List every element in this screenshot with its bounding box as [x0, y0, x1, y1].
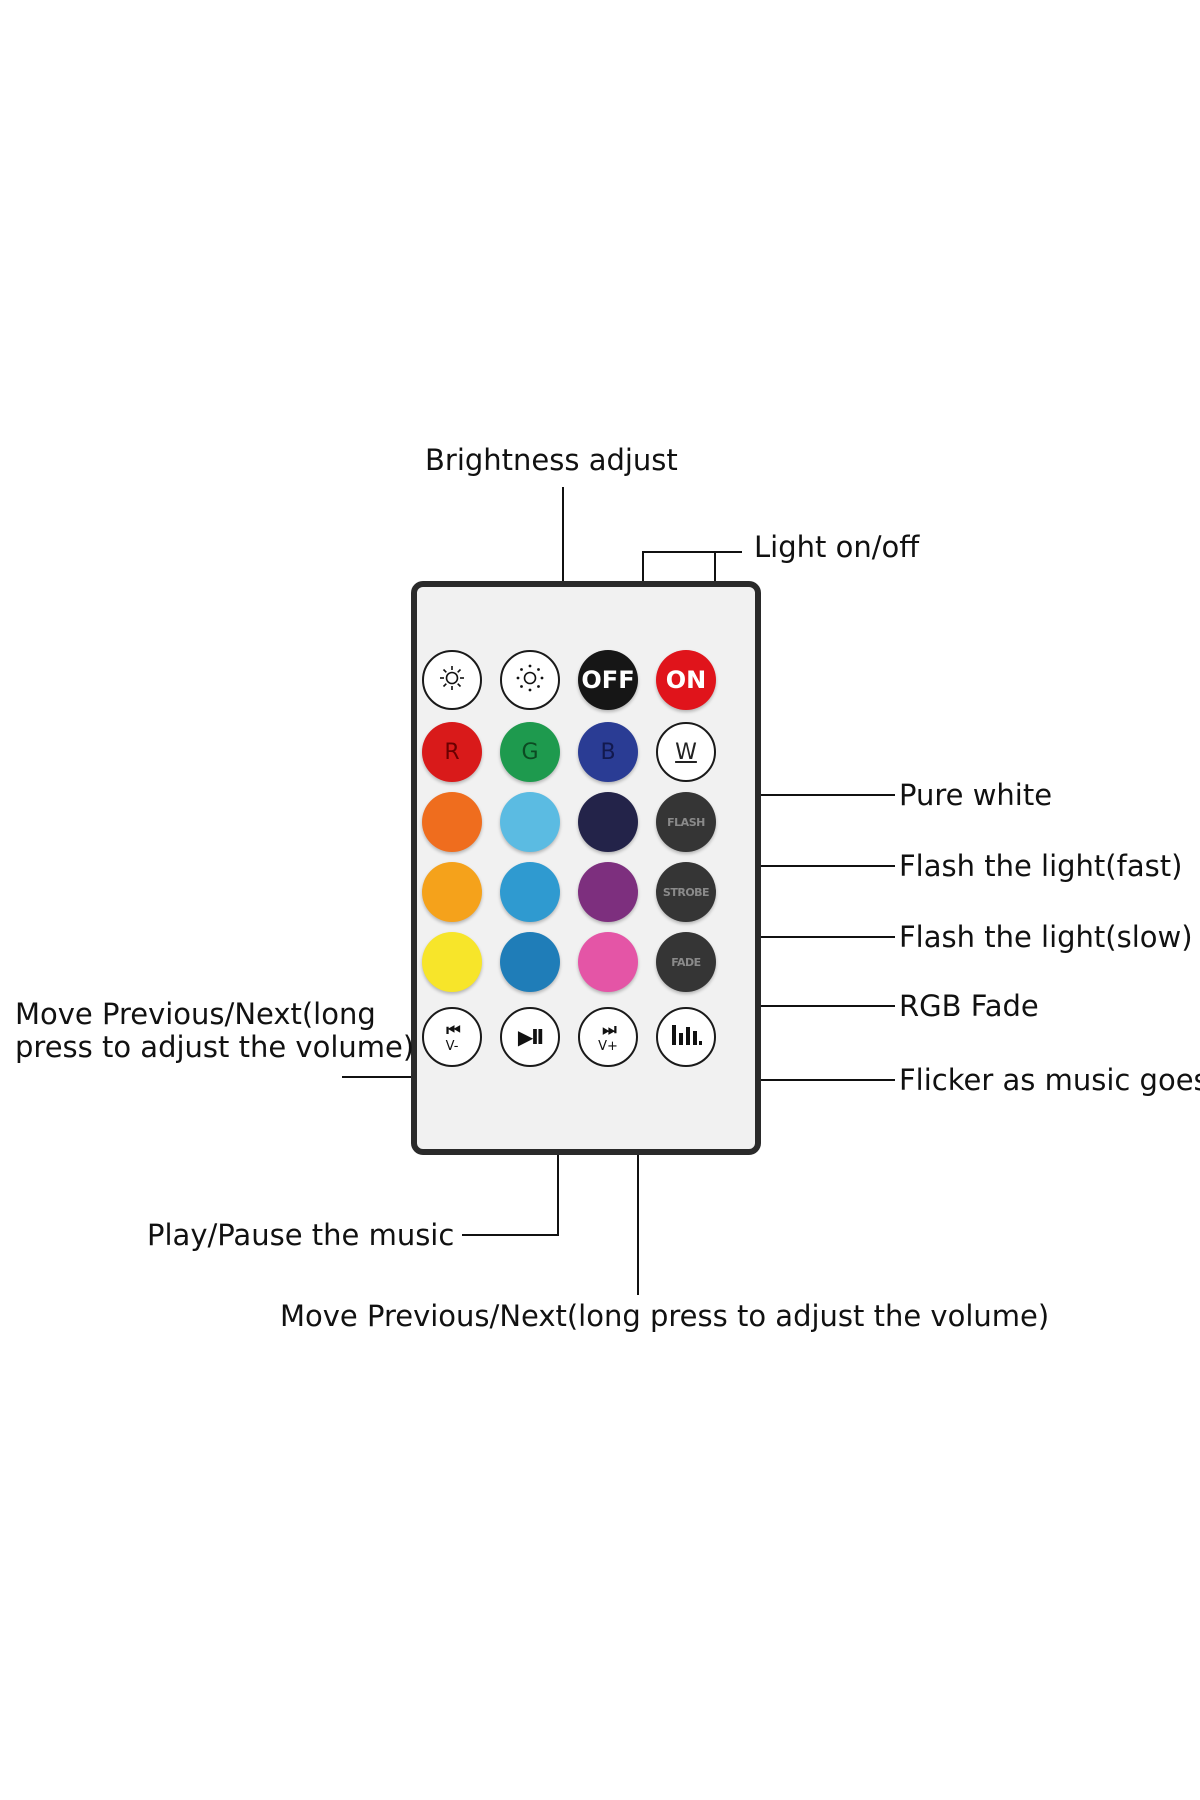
white-button[interactable]: W [656, 722, 716, 782]
on-button[interactable]: ON [656, 650, 716, 710]
button-label: G [521, 739, 539, 765]
green-button[interactable]: G [500, 722, 560, 782]
red-button[interactable]: R [422, 722, 482, 782]
label-rgb-fade: RGB Fade [899, 989, 1039, 1023]
label-pure-white: Pure white [899, 778, 1053, 812]
button-label: B [600, 739, 616, 765]
next-button[interactable]: ⏭V+ [578, 1007, 638, 1067]
volume-label: V- [445, 1038, 459, 1054]
brightness-down-button[interactable] [422, 650, 482, 710]
volume-label: V+ [598, 1038, 618, 1054]
play-pause-icon: ▶II [517, 1025, 544, 1049]
button-label: W [675, 739, 697, 765]
purple-button[interactable] [578, 862, 638, 922]
label-flash-fast: Flash the light(fast) [899, 849, 1183, 883]
skip-forward-icon: ⏭ [602, 1019, 617, 1039]
play-pause-button[interactable]: ▶II [500, 1007, 560, 1067]
skip-back-icon: ⏮ [446, 1019, 461, 1039]
label-music-flicker: Flicker as music goes [899, 1063, 1200, 1097]
label-prev-next-bottom: Move Previous/Next(long press to adjust … [280, 1299, 1050, 1333]
light-blue-button[interactable] [500, 792, 560, 852]
label-play-pause: Play/Pause the music [147, 1218, 455, 1252]
strobe-button[interactable]: STROBE [656, 862, 716, 922]
pink-button[interactable] [578, 932, 638, 992]
blue-button[interactable]: B [578, 722, 638, 782]
label-flash-slow: Flash the light(slow) [899, 920, 1193, 954]
brightness-up-button[interactable] [500, 650, 560, 710]
sun-outline-icon [436, 662, 468, 698]
teal-blue-button[interactable] [500, 862, 560, 922]
button-label: ON [665, 666, 707, 694]
amber-button[interactable] [422, 862, 482, 922]
off-button[interactable]: OFF [578, 650, 638, 710]
label-light-on-off: Light on/off [754, 530, 920, 564]
previous-button[interactable]: ⏮V- [422, 1007, 482, 1067]
ocean-blue-button[interactable] [500, 932, 560, 992]
equalizer-icon [669, 1021, 703, 1053]
button-label: R [444, 739, 460, 765]
label-brightness-adjust: Brightness adjust [425, 443, 678, 477]
button-label: STROBE [662, 885, 710, 899]
button-label: FADE [671, 955, 701, 969]
button-label: OFF [581, 666, 635, 694]
fade-button[interactable]: FADE [656, 932, 716, 992]
navy-button[interactable] [578, 792, 638, 852]
label-prev-next-left: Move Previous/Next(long press to adjust … [15, 997, 415, 1064]
flash-button[interactable]: FLASH [656, 792, 716, 852]
button-label: FLASH [667, 815, 705, 829]
orange-button[interactable] [422, 792, 482, 852]
sun-dotted-icon [514, 662, 546, 698]
music-button[interactable] [656, 1007, 716, 1067]
yellow-button[interactable] [422, 932, 482, 992]
